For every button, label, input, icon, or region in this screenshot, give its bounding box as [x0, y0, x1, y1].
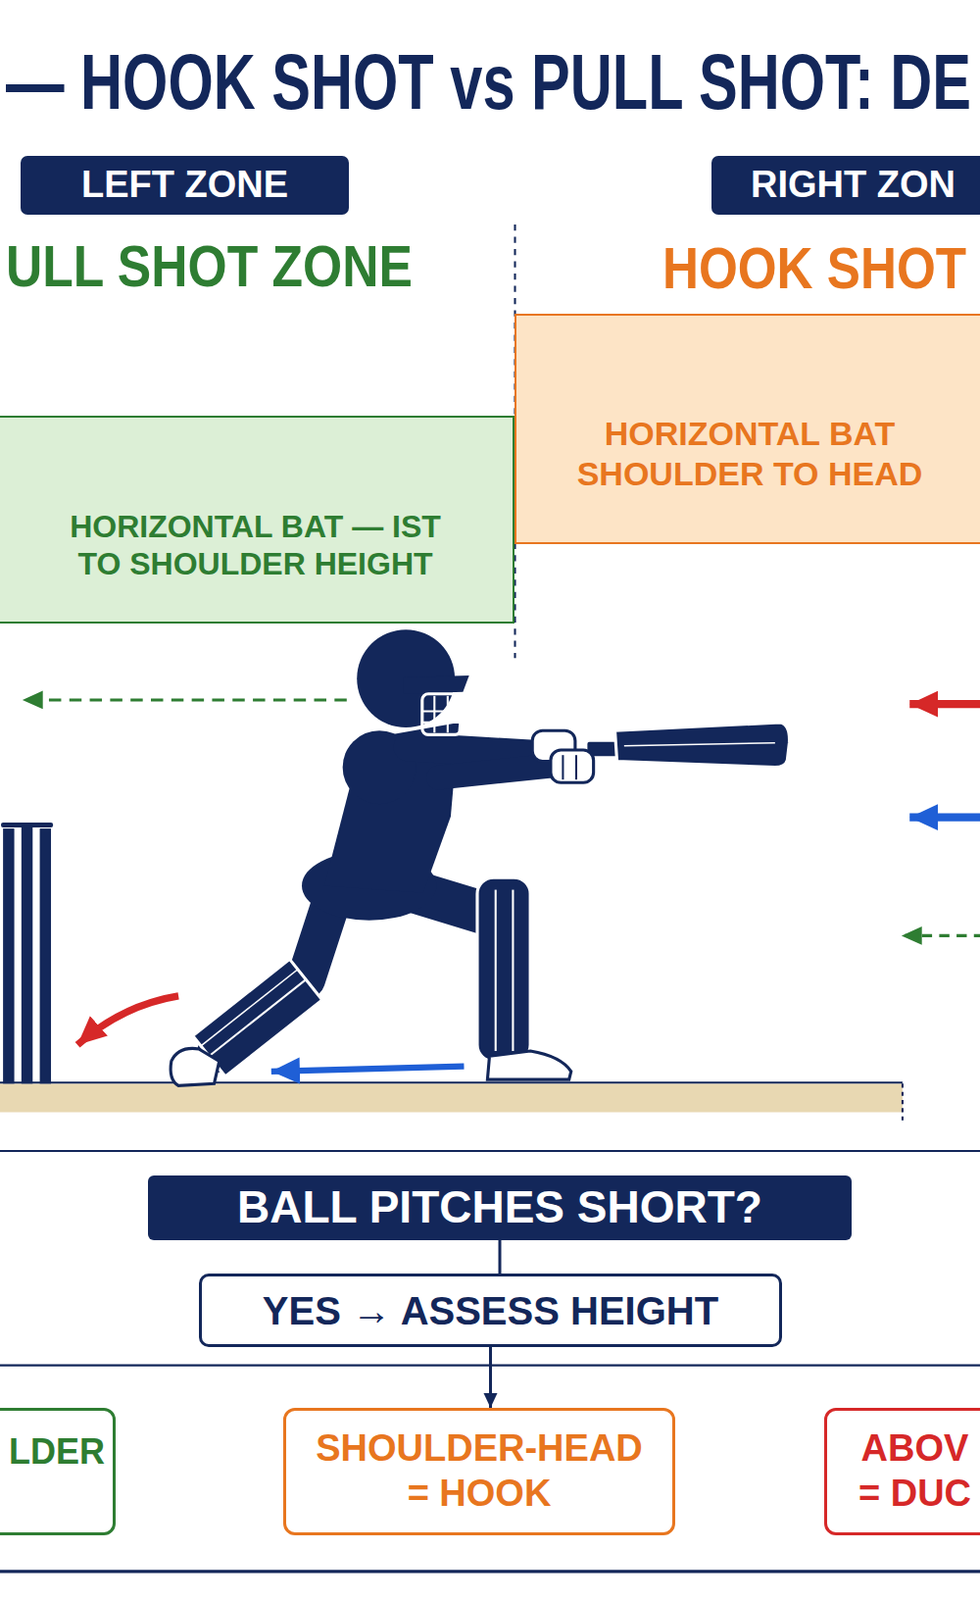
- direction-arrows: [271, 1066, 465, 1072]
- process-box: YES → ASSESS HEIGHT: [198, 1273, 783, 1347]
- batsman-figure: [477, 877, 531, 1061]
- section-rule: [0, 1568, 980, 1572]
- decision-box: BALL PITCHES SHORT?: [147, 1175, 852, 1240]
- ground-strip: [0, 1081, 903, 1123]
- batsman-figure: [422, 693, 462, 735]
- node-text: BALL PITCHES SHORT?: [237, 1179, 763, 1234]
- batsman-figure: [511, 889, 514, 1051]
- direction-arrows: [909, 813, 980, 822]
- direction-arrows: [22, 699, 980, 1072]
- outcome-box: LDER: [0, 1407, 116, 1535]
- section-rule: [0, 1149, 980, 1152]
- direction-arrows: [909, 699, 980, 708]
- node-text: LEFT ZONE: [81, 162, 289, 208]
- batsman-figure: [446, 695, 449, 733]
- batsman-figure: [422, 721, 462, 724]
- batsman-figure: [614, 722, 789, 768]
- batsman-figure: [433, 695, 436, 733]
- stumps: [0, 822, 53, 1083]
- ground-strip: [901, 1082, 904, 1123]
- batsman-figure: [208, 979, 306, 1056]
- node-text: ABOV = DUC: [854, 1425, 976, 1516]
- batsman-figure: [575, 754, 578, 780]
- node-text: YES → ASSESS HEIGHT: [262, 1286, 719, 1334]
- node-text: LDER: [8, 1429, 105, 1472]
- diagram-title: — HOOK SHOT vs PULL SHOT: DE: [5, 35, 972, 130]
- zone-tag: LEFT ZONE: [20, 155, 349, 215]
- stumps: [40, 828, 51, 1083]
- node-text: HORIZONTAL BAT SHOULDER TO HEAD: [534, 413, 966, 494]
- stumps: [2, 828, 14, 1083]
- batsman-figure: [170, 1047, 220, 1085]
- batsman-figure: [550, 749, 594, 783]
- batsman-figure: [170, 629, 789, 1085]
- outcome-box: ABOV = DUC: [824, 1407, 980, 1535]
- zone-heading: HOOK SHOT: [662, 233, 967, 304]
- node-text: RIGHT ZON: [750, 162, 956, 208]
- height-band: HORIZONTAL BAT SHOULDER TO HEAD: [514, 313, 980, 544]
- stumps: [0, 822, 53, 828]
- batsman-figure: [200, 969, 298, 1046]
- batsman-figure: [487, 1050, 571, 1079]
- direction-arrows: [901, 933, 980, 937]
- ground-strip: [0, 1082, 903, 1112]
- ground-strip: [0, 1080, 903, 1083]
- batsman-figure: [422, 709, 462, 712]
- batsman-figure: [438, 765, 556, 778]
- batsman-figure: [407, 746, 551, 755]
- stumps: [21, 824, 33, 1083]
- zone-tag: RIGHT ZON: [711, 155, 980, 215]
- direction-arrows: [77, 995, 179, 1045]
- batsman-figure: [561, 754, 564, 780]
- flow-connector: [498, 1239, 502, 1274]
- zone-heading: ULL SHOT ZONE: [5, 231, 413, 302]
- batsman-figure: [402, 675, 470, 694]
- height-band: HORIZONTAL BAT — IST TO SHOULDER HEIGHT: [0, 415, 515, 624]
- flow-connector: [489, 1346, 492, 1408]
- outcome-box: SHOULDER-HEAD = HOOK: [283, 1407, 676, 1535]
- batsman-figure: [494, 889, 497, 1051]
- direction-arrows: [22, 697, 347, 701]
- node-text: SHOULDER-HEAD = HOOK: [305, 1425, 653, 1516]
- node-text: HORIZONTAL BAT — IST TO SHOULDER HEIGHT: [10, 507, 501, 584]
- batsman-figure: [624, 742, 776, 746]
